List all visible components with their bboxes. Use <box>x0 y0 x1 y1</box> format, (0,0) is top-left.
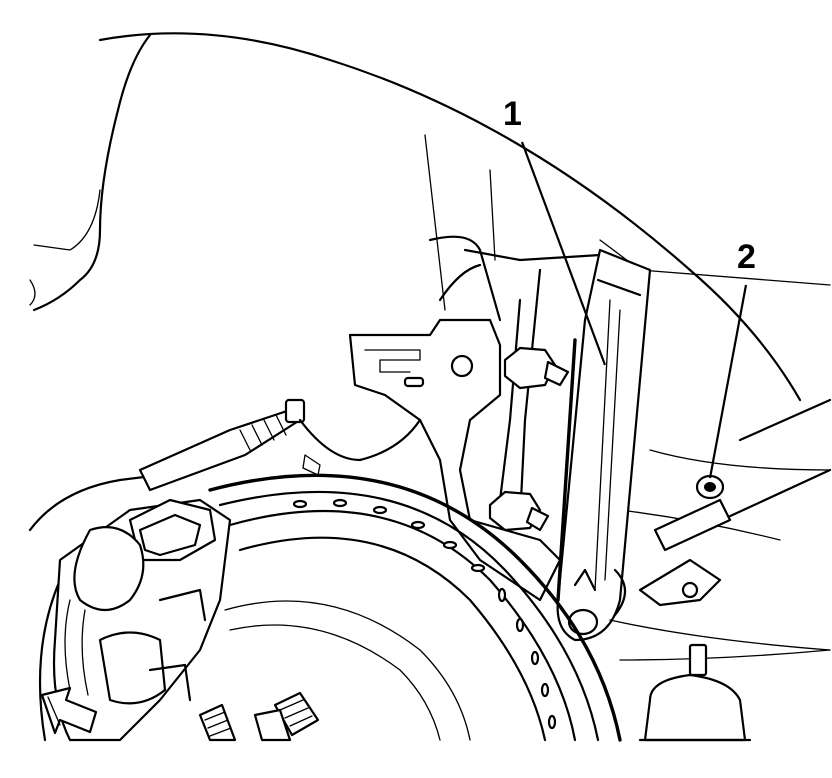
tie-rod-end <box>638 643 752 742</box>
callout-1-leader <box>520 141 607 366</box>
stabilizer-link <box>556 248 652 642</box>
brake-hose <box>138 398 422 492</box>
stabilizer-bar-area <box>609 398 832 661</box>
callout-leaders <box>520 141 748 479</box>
rotor-vent-holes <box>292 498 557 730</box>
brake-rotor <box>28 468 622 742</box>
steering-knuckle <box>348 235 612 602</box>
callout-2-leader <box>708 284 748 479</box>
brake-caliper <box>52 498 232 742</box>
forward-direction-arrow-icon <box>40 686 98 735</box>
knuckle-bolts <box>488 346 570 532</box>
wheel-studs <box>198 691 320 742</box>
callout-2-label: 2 <box>737 238 756 276</box>
callout-1-label: 1 <box>503 95 522 133</box>
